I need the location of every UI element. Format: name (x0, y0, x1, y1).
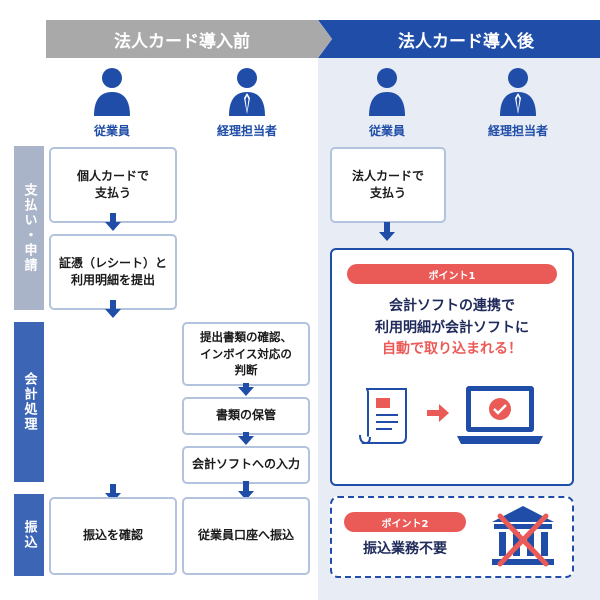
arrow-stem-2 (110, 300, 116, 311)
step-input: 会計ソフトへの入力 (182, 446, 310, 484)
employee-person-icon (94, 68, 130, 116)
point1-line3: 自動で取り込まれる！ (382, 341, 522, 358)
arrow-right-icon (427, 404, 449, 422)
label-accounting-after: 経理担当者 (487, 124, 548, 138)
banner-after: 法人カード導入後 (318, 20, 600, 58)
label-employee-before: 従業員 (93, 124, 130, 138)
step-check-docs: 提出書類の確認、 インボイス対応の 判断 (182, 322, 310, 386)
arrow-stem-5 (243, 432, 249, 438)
bank-crossed-icon (492, 506, 554, 567)
label-accounting-before: 経理担当者 (216, 124, 277, 138)
arrow-down-4 (238, 387, 254, 396)
step-transfer-account: 従業員口座へ振込 (182, 497, 310, 575)
arrow-stem-7 (384, 222, 390, 234)
point1-text: 会計ソフトの連携で 利用明細が会計ソフトに 自動で取り込まれる！ (332, 296, 572, 361)
employee-after-person-icon (369, 68, 405, 116)
accounting-person-tie-icon (229, 68, 265, 116)
arrow-down-5 (238, 436, 254, 445)
step-confirm-transfer: 振込を確認 (49, 497, 177, 575)
point1-line1: 会計ソフトの連携で (389, 298, 515, 314)
arrow-down-7 (379, 232, 395, 241)
arrow-down-1 (105, 222, 121, 231)
sidebar-processing: 会計処理 (14, 322, 44, 482)
label-employee-after: 従業員 (368, 124, 405, 138)
step-receipt: 証憑（レシート）と 利用明細を提出 (49, 234, 177, 310)
point1-line2: 利用明細が会計ソフトに (375, 319, 529, 336)
step-corp-card: 法人カードで 支払う (330, 147, 446, 223)
arrow-down-6 (238, 491, 254, 500)
step-store-docs: 書類の保管 (182, 397, 310, 435)
arrow-stem-4 (243, 383, 249, 389)
step-personal-card: 個人カードで 支払う (49, 147, 177, 223)
sidebar-apply: 支払い・申請 (14, 146, 44, 310)
arrow-stem-1 (110, 213, 116, 224)
document-icon (359, 388, 407, 445)
point1-box (330, 248, 574, 486)
sidebar-transfer: 振込 (14, 494, 44, 576)
arrow-stem-6 (243, 481, 249, 493)
point1-label: ポイント1 (347, 264, 557, 284)
laptop-check-icon (457, 386, 543, 444)
point2-label: ポイント2 (344, 512, 466, 532)
arrow-down-2 (105, 309, 121, 318)
point2-text: 振込業務不要 (363, 541, 447, 557)
arrow-stem-3 (110, 484, 116, 495)
banner-before: 法人カード導入前 (46, 20, 332, 58)
accounting-after-person-tie-icon (500, 68, 536, 116)
